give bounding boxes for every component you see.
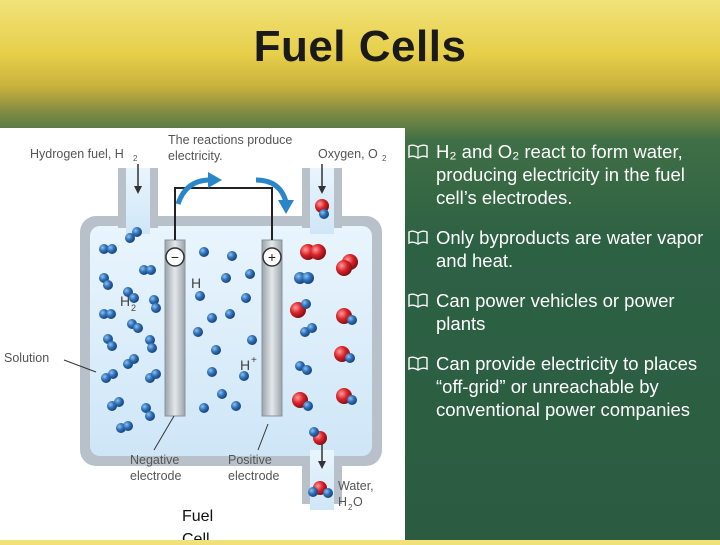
fuel-cell-illustration: − + [4, 133, 387, 545]
reactions-label-line2: electricity. [168, 149, 223, 163]
fuel-cell-diagram: − + [0, 128, 405, 545]
hydrogen-fuel-subscript: 2 [133, 154, 138, 163]
book-icon [408, 293, 428, 308]
fuel-cell-caption-line2: Cell [182, 531, 210, 540]
bullet-text: Only byproducts are water vapor and heat… [436, 227, 704, 271]
reactions-label-line1: The reactions produce [168, 133, 292, 147]
oxygen-label: Oxygen, O [318, 147, 378, 161]
hydrogen-ion-superscript: + [251, 355, 257, 366]
bullet-text: Can power vehicles or power plants [436, 290, 675, 334]
fuel-cell-caption-line1: Fuel [182, 508, 213, 525]
bullet-item: Can power vehicles or power plants [408, 289, 713, 335]
slide-title: Fuel Cells [253, 22, 467, 71]
bullet-item: H₂ and O₂ react to form water, producing… [408, 140, 713, 209]
book-icon [408, 356, 428, 371]
water-label-line2: H [338, 495, 347, 509]
oxygen-water-molecules [290, 199, 358, 498]
oxygen-subscript: 2 [382, 154, 387, 163]
bullet-text: Can provide electricity to places “off-g… [436, 353, 698, 420]
negative-electrode-line2: electrode [130, 469, 181, 483]
hydrogen-molecules [99, 227, 161, 433]
bullet-text: H₂ and O₂ react to form water, producing… [436, 141, 685, 208]
hydrogen-molecule-subscript: 2 [131, 303, 136, 313]
solution-label: Solution [4, 351, 49, 365]
positive-terminal: + [268, 249, 276, 265]
bullet-list: H₂ and O₂ react to form water, producing… [408, 140, 713, 438]
water-subscript: 2 [348, 503, 353, 512]
hydrogen-ions [193, 247, 257, 413]
hydrogen-atom-label: H [191, 275, 201, 291]
water-label-line1: Water, [338, 479, 374, 493]
bullet-item: Only byproducts are water vapor and heat… [408, 226, 713, 272]
positive-electrode-line1: Positive [228, 453, 272, 467]
water-label-end: O [353, 495, 363, 509]
hydrogen-molecule-label: H [120, 293, 130, 309]
negative-electrode-line1: Negative [130, 453, 179, 467]
book-icon [408, 230, 428, 245]
hydrogen-fuel-label: Hydrogen fuel, H [30, 147, 124, 161]
negative-terminal: − [171, 249, 179, 265]
bullet-item: Can provide electricity to places “off-g… [408, 352, 713, 421]
positive-electrode-line2: electrode [228, 469, 279, 483]
book-icon [408, 144, 428, 159]
hydrogen-ion-label: H [240, 357, 250, 373]
